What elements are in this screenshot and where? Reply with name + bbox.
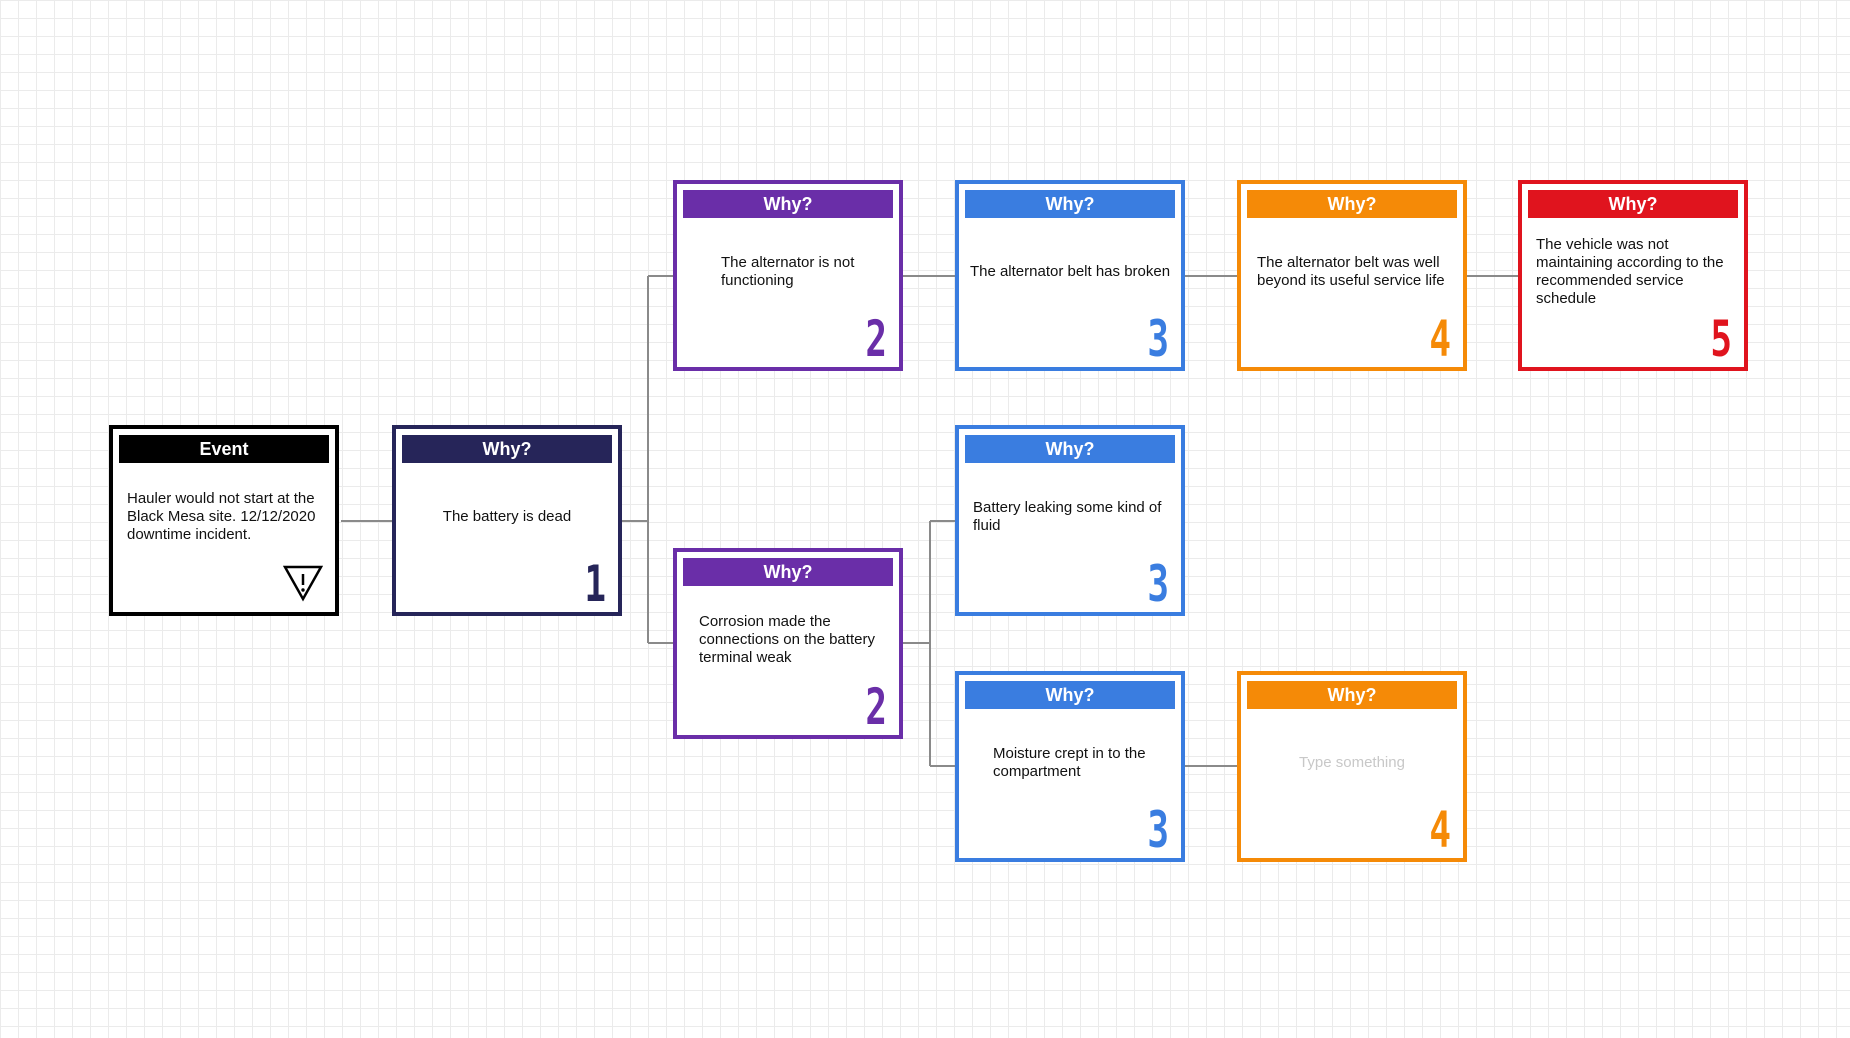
why-card-level-2[interactable]: Why? Corrosion made the connections on t…	[673, 548, 903, 739]
why-card-placeholder[interactable]: Type something	[1299, 753, 1405, 771]
level-number: 3	[1147, 801, 1169, 859]
why-card-text: Corrosion made the connections on the ba…	[699, 612, 875, 666]
connector-why1-to-why2	[622, 275, 673, 644]
why-card-header: Why?	[683, 558, 893, 586]
why-card-header: Why?	[1528, 190, 1738, 218]
why-card-header: Why?	[683, 190, 893, 218]
level-number: 4	[1429, 801, 1451, 859]
why-card-level-3[interactable]: Why? The alternator belt has broken 3	[955, 180, 1185, 371]
why-card-header: Why?	[965, 681, 1175, 709]
event-card[interactable]: Event Hauler would not start at the Blac…	[109, 425, 339, 616]
why-card-header: Why?	[1247, 190, 1457, 218]
why-card-level-4[interactable]: Why? The alternator belt was well beyond…	[1237, 180, 1467, 371]
level-number: 3	[1147, 555, 1169, 613]
why-card-text: The vehicle was not maintaining accordin…	[1536, 235, 1724, 307]
level-number: 5	[1710, 310, 1732, 368]
why-card-text: The alternator belt has broken	[969, 262, 1171, 280]
why-card-text: Battery leaking some kind of fluid	[973, 498, 1162, 534]
event-card-header: Event	[119, 435, 329, 463]
why-card-text: The battery is dead	[442, 507, 572, 525]
why-card-level-4[interactable]: Why? Type something 4	[1237, 671, 1467, 862]
why-card-header: Why?	[965, 435, 1175, 463]
why-card-level-2[interactable]: Why? The alternator is not functioning 2	[673, 180, 903, 371]
level-number: 4	[1429, 310, 1451, 368]
why-card-level-5[interactable]: Why? The vehicle was not maintaining acc…	[1518, 180, 1748, 371]
why-card-header: Why?	[965, 190, 1175, 218]
why-card-level-3[interactable]: Why? Moisture crept in to the compartmen…	[955, 671, 1185, 862]
level-number: 2	[865, 310, 887, 368]
event-card-text: Hauler would not start at the Black Mesa…	[127, 489, 316, 543]
level-number: 2	[865, 678, 887, 736]
level-number: 1	[584, 555, 606, 613]
level-number: 3	[1147, 310, 1169, 368]
warning-triangle-icon	[283, 565, 323, 602]
why-card-level-3[interactable]: Why? Battery leaking some kind of fluid …	[955, 425, 1185, 616]
why-card-header: Why?	[402, 435, 612, 463]
why-card-text: The alternator belt was well beyond its …	[1257, 253, 1445, 289]
why-card-text: The alternator is not functioning	[721, 253, 855, 289]
why-card-header: Why?	[1247, 681, 1457, 709]
why-card-level-1[interactable]: Why? The battery is dead 1	[392, 425, 622, 616]
connector-why2b-to-why3	[903, 520, 955, 767]
why-card-text: Moisture crept in to the compartment	[993, 744, 1146, 780]
